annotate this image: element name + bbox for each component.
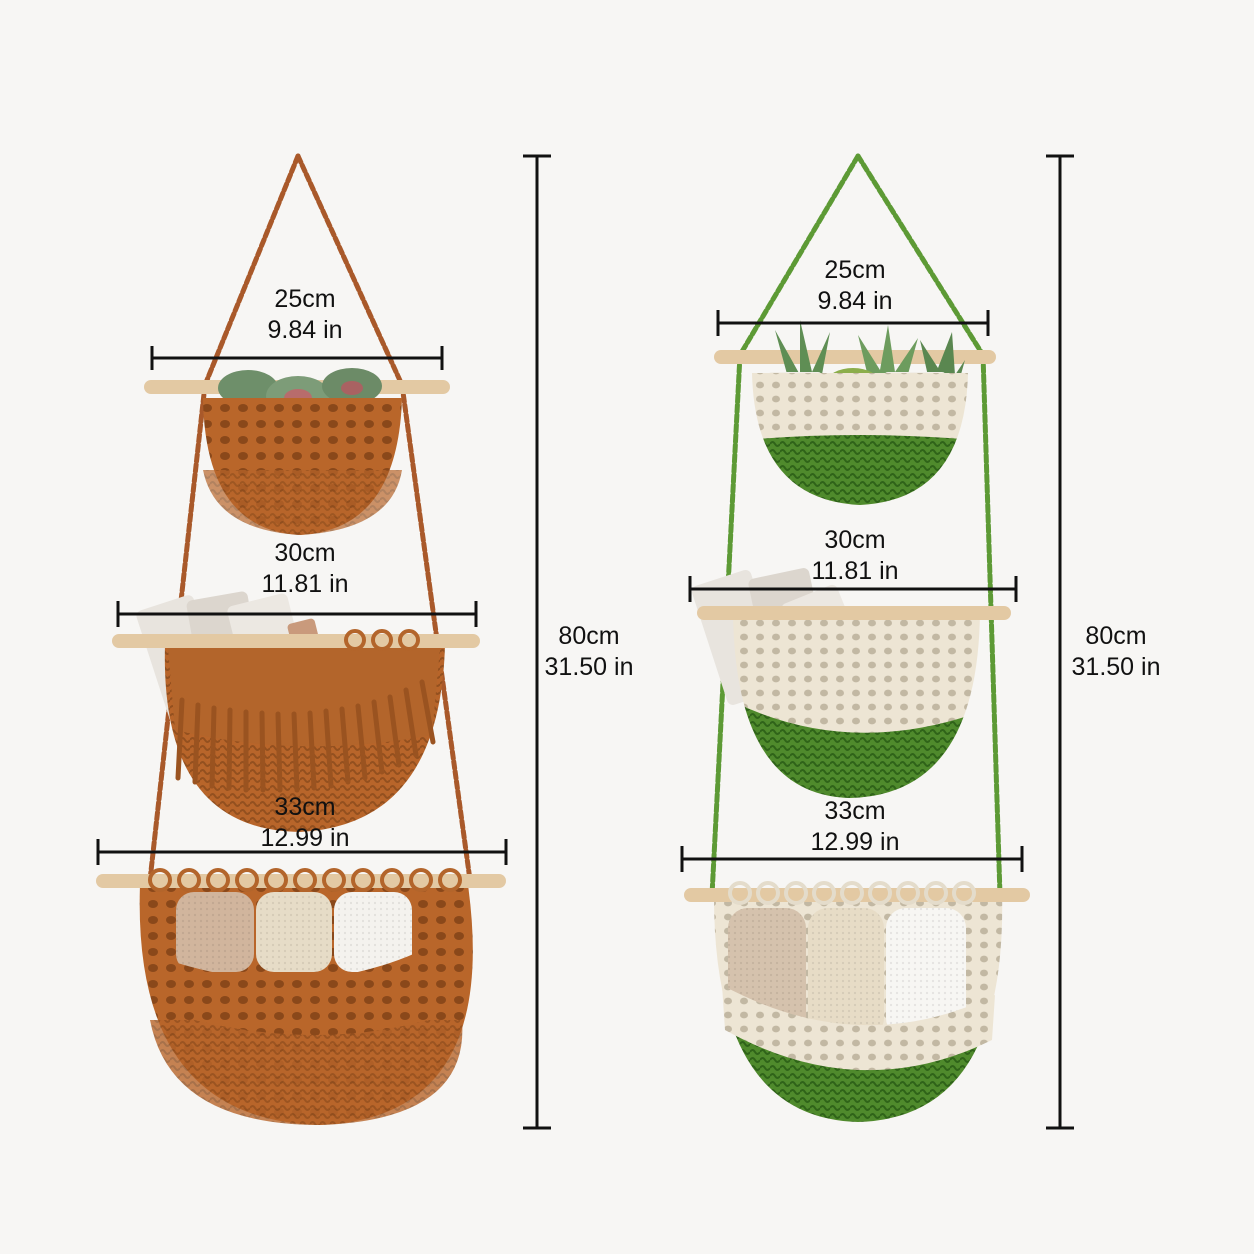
metric-size: 25cm [824, 256, 886, 284]
right-bottom-width-label: 33cm 12.99 in [811, 796, 900, 858]
imperial-size: 31.50 in [1071, 653, 1161, 681]
right-middle-dowel [697, 606, 1011, 620]
left-middle-dowel [112, 634, 480, 648]
metric-size: 30cm [824, 526, 886, 554]
imperial-size: 11.81 in [811, 557, 899, 585]
right-middle-width-label: 30cm 11.81 in [811, 525, 898, 587]
right-bottom-basket [684, 881, 1030, 1122]
left-bottom-basket [96, 868, 506, 1125]
metric-size: 80cm [1085, 622, 1147, 650]
left-middle-width-label: 30cm 11.81 in [261, 538, 348, 600]
left-width-lines [96, 346, 508, 865]
metric-size: 25cm [274, 285, 336, 313]
left-basket-set [96, 153, 551, 1130]
left-bottom-width-label: 33cm 12.99 in [261, 792, 350, 854]
left-top-width-label: 25cm 9.84 in [267, 284, 342, 346]
imperial-size: 12.99 in [260, 824, 350, 852]
imperial-size: 12.99 in [810, 828, 900, 856]
right-top-width-label: 25cm 9.84 in [817, 255, 892, 317]
right-width-lines [680, 310, 1024, 872]
left-height-label: 80cm 31.50 in [545, 621, 634, 683]
rolled-towels [176, 892, 412, 972]
right-top-basket [752, 320, 968, 505]
left-height-line [523, 154, 551, 1130]
right-height-line [1046, 154, 1074, 1130]
imperial-size: 11.81 in [261, 570, 349, 598]
right-middle-basket [691, 568, 1011, 798]
imperial-size: 31.50 in [544, 653, 634, 681]
imperial-size: 9.84 in [267, 316, 343, 344]
left-top-basket [203, 368, 402, 535]
metric-size: 30cm [274, 539, 336, 567]
metric-size: 33cm [824, 797, 886, 825]
metric-size: 80cm [558, 622, 620, 650]
metric-size: 33cm [274, 793, 336, 821]
fringe [175, 679, 436, 793]
right-height-label: 80cm 31.50 in [1072, 621, 1161, 683]
imperial-size: 9.84 in [817, 287, 893, 315]
left-middle-basket [112, 591, 480, 832]
